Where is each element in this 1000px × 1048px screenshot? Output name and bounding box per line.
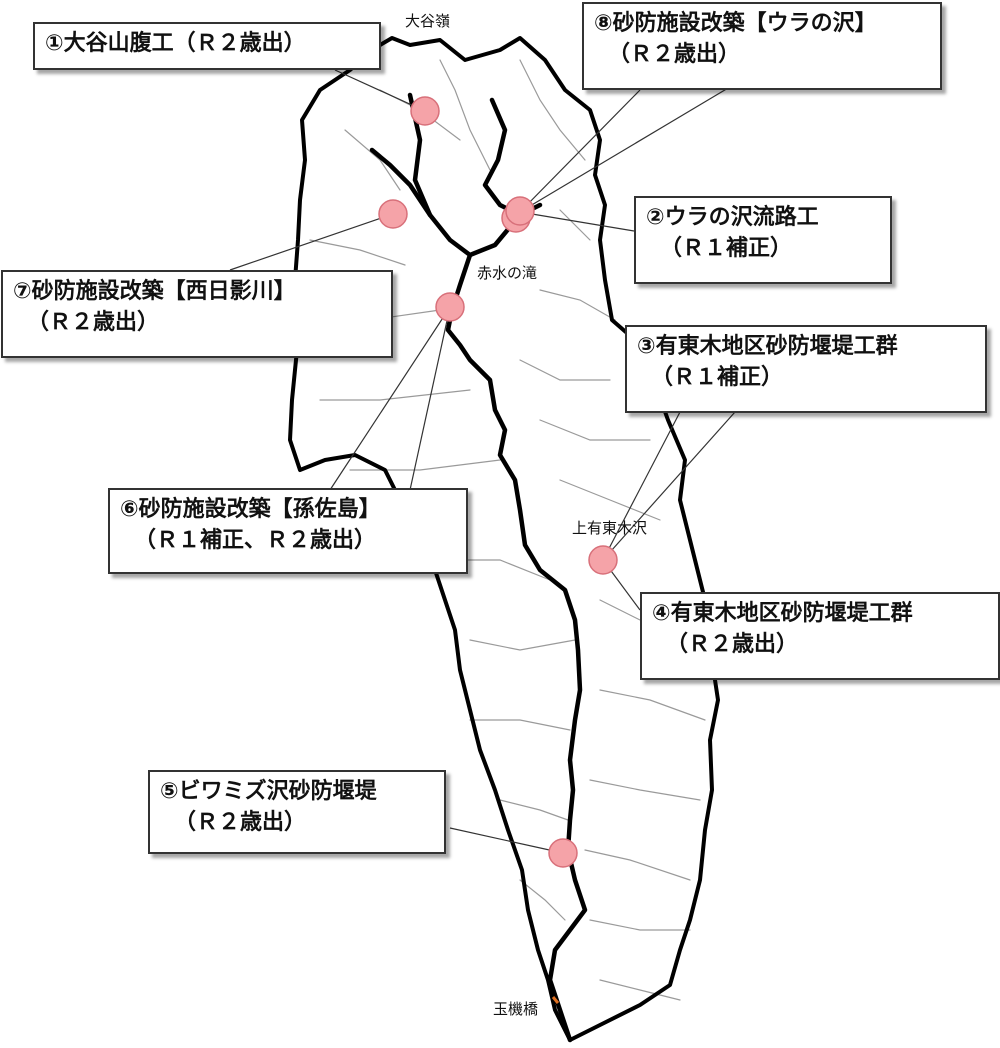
callout-2-period: （Ｒ１補正） bbox=[660, 236, 793, 261]
callout-8-title: ⑧砂防施設改築【ウラの沢】 bbox=[594, 11, 877, 36]
callout-8[interactable]: ⑧砂防施設改築【ウラの沢】 （Ｒ２歳出） bbox=[582, 2, 942, 90]
marker-5[interactable] bbox=[548, 838, 578, 868]
callout-7-title: ⑦砂防施設改築【西日影川】 bbox=[13, 279, 296, 304]
place-kamiaritogi: 上有東木沢 bbox=[572, 519, 648, 537]
marker-6[interactable] bbox=[435, 292, 465, 322]
callout-1[interactable]: ①大谷山腹工（Ｒ２歳出） bbox=[33, 22, 381, 70]
callout-6[interactable]: ⑥砂防施設改築【孫佐島】 （Ｒ１補正、Ｒ２歳出） bbox=[108, 488, 468, 574]
callout-2-title: ②ウラの沢流路工 bbox=[646, 205, 819, 230]
tributary-streams bbox=[309, 59, 706, 1001]
callout-5-period: （Ｒ２歳出） bbox=[174, 810, 307, 835]
marker-7[interactable] bbox=[378, 199, 408, 229]
callout-3-period: （Ｒ１補正） bbox=[651, 365, 784, 390]
main-river bbox=[369, 92, 588, 1043]
callout-4-period: （Ｒ２歳出） bbox=[666, 632, 799, 657]
callout-7-period: （Ｒ２歳出） bbox=[27, 310, 160, 335]
callout-3[interactable]: ③有東木地区砂防堰堤工群 （Ｒ１補正） bbox=[625, 325, 987, 413]
callout-6-title: ⑥砂防施設改築【孫佐島】 bbox=[120, 497, 381, 522]
bridge-icon bbox=[551, 996, 560, 1004]
callout-4-title: ④有東木地区砂防堰堤工群 bbox=[652, 601, 913, 626]
basin-boundary bbox=[288, 36, 720, 1042]
place-akamizu: 赤水の滝 bbox=[477, 264, 538, 282]
callout-3-title: ③有東木地区砂防堰堤工群 bbox=[637, 334, 898, 359]
callout-2[interactable]: ②ウラの沢流路工 （Ｒ１補正） bbox=[634, 196, 892, 284]
callout-8-period: （Ｒ２歳出） bbox=[608, 42, 741, 67]
marker-3-4[interactable] bbox=[588, 545, 618, 575]
place-ootanirei: 大谷嶺 bbox=[405, 12, 451, 30]
callout-5-title: ⑤ビワミズ沢砂防堰堤 bbox=[160, 779, 377, 804]
marker-8[interactable] bbox=[505, 196, 535, 226]
callout-6-period: （Ｒ１補正、Ｒ２歳出） bbox=[134, 528, 377, 553]
leader-lines bbox=[229, 69, 751, 854]
marker-1[interactable] bbox=[410, 96, 440, 126]
callout-5[interactable]: ⑤ビワミズ沢砂防堰堤 （Ｒ２歳出） bbox=[148, 770, 446, 854]
callout-4[interactable]: ④有東木地区砂防堰堤工群 （Ｒ２歳出） bbox=[640, 592, 1000, 680]
callout-1-title: ①大谷山腹工（Ｒ２歳出） bbox=[45, 31, 306, 56]
callout-7[interactable]: ⑦砂防施設改築【西日影川】 （Ｒ２歳出） bbox=[1, 270, 393, 358]
place-tamakibashi: 玉機橋 bbox=[493, 1000, 539, 1018]
project-markers bbox=[378, 96, 618, 868]
